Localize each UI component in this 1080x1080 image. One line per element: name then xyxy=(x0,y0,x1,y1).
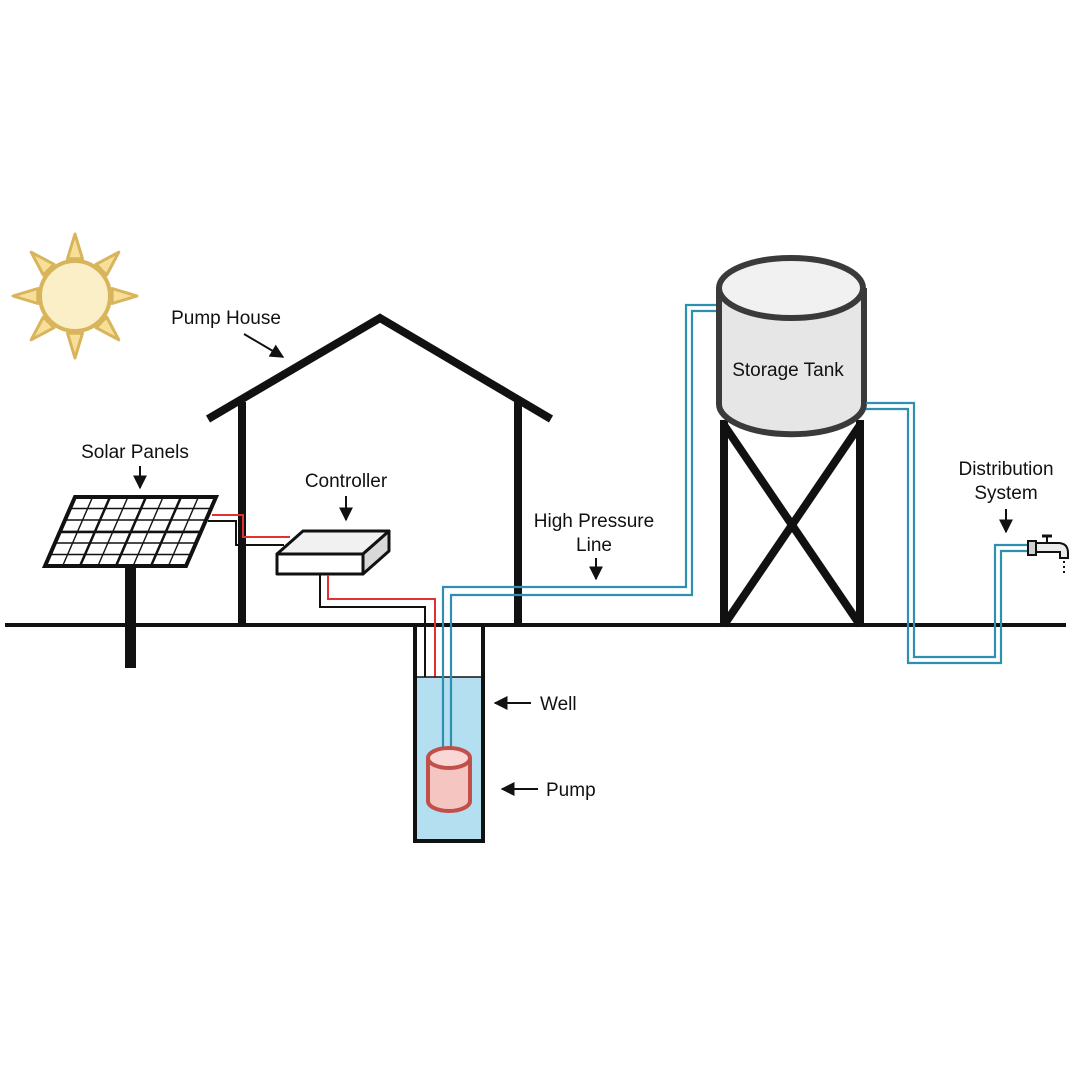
sun-ray xyxy=(94,250,121,277)
sun-ray xyxy=(29,315,56,342)
power-wire-solar xyxy=(208,514,290,546)
label-high-pressure-line-1: High Pressure xyxy=(534,511,654,532)
pump xyxy=(426,746,472,813)
sun-ray xyxy=(66,232,84,261)
sun-icon xyxy=(11,232,139,360)
sun-ray xyxy=(94,315,121,342)
label-pump-house: Pump House xyxy=(171,308,281,329)
distribution-pipe xyxy=(866,401,1028,665)
tank-stand xyxy=(720,420,864,628)
label-distribution-system-1: Distribution xyxy=(958,459,1053,480)
sun-ray xyxy=(11,287,40,305)
label-distribution-system-2: System xyxy=(974,483,1037,504)
label-solar-panels: Solar Panels xyxy=(81,442,189,463)
faucet-icon xyxy=(1027,534,1069,575)
sun-ray xyxy=(66,331,84,360)
controller-box xyxy=(275,529,391,576)
sun-ray xyxy=(110,287,139,305)
label-controller: Controller xyxy=(305,471,388,492)
sun-ray xyxy=(29,250,56,277)
label-storage-tank: Storage Tank xyxy=(732,360,844,381)
label-pump: Pump xyxy=(546,780,596,801)
label-well: Well xyxy=(540,694,577,715)
high-pressure-pipe xyxy=(441,303,720,748)
storage-tank xyxy=(716,255,867,438)
label-high-pressure-line-2: Line xyxy=(576,535,612,556)
solar-panel xyxy=(41,495,220,668)
arrow-pump-house xyxy=(243,333,285,358)
